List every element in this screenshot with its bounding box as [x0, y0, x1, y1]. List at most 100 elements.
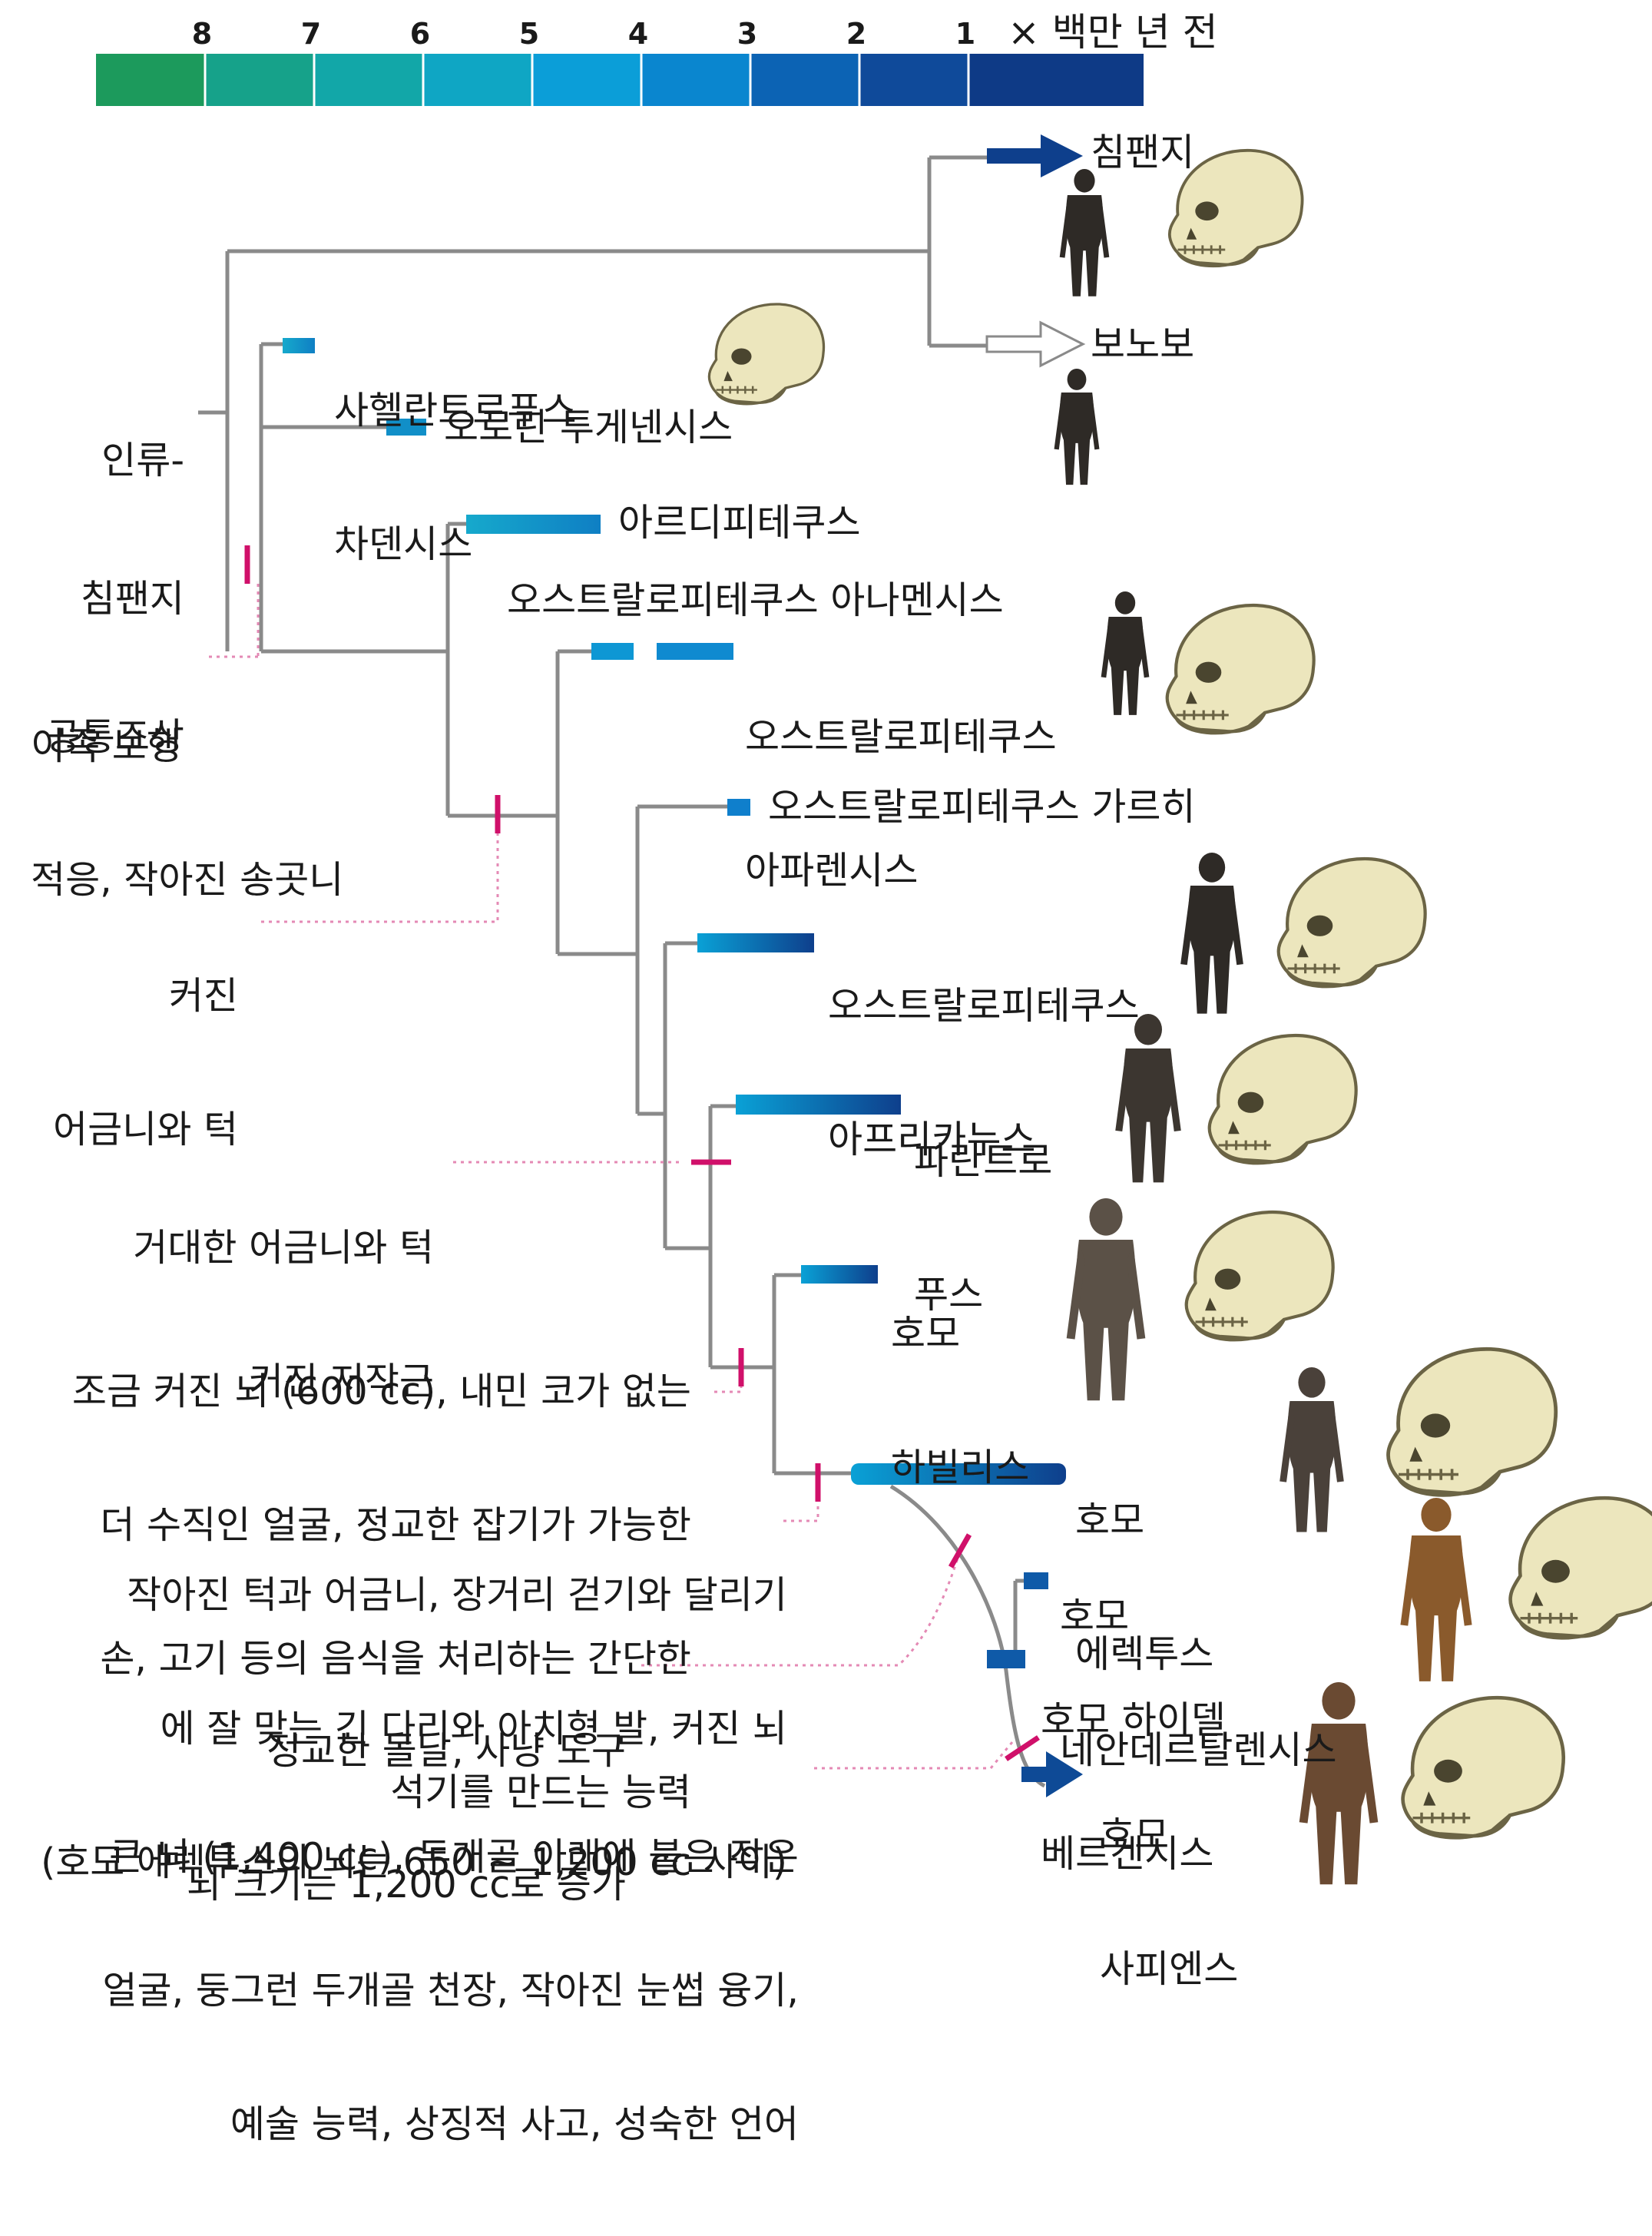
species-anamensis: 오스트랄로피테쿠스 아나멘시스 — [507, 578, 1004, 622]
timeline-segment — [205, 54, 314, 106]
neander-skull-icon — [1508, 1496, 1652, 1640]
trait-markers — [244, 545, 1040, 1761]
sapiens-skull-icon — [1401, 1695, 1566, 1840]
erectus-line-1: 호모 — [1075, 1499, 1145, 1542]
afarensis-figure-icon — [1101, 591, 1150, 715]
heidel-line-2: 베르겐시스 — [1041, 1832, 1214, 1876]
ancestor-line-3: 공통조상 — [45, 715, 184, 759]
timeline-tick-label: 4 — [627, 17, 649, 51]
giant-line-2: 커진 저작근 — [249, 1360, 434, 1403]
ancestor-line-1: 인류- — [101, 439, 184, 482]
giant-line-1: 거대한 어금니와 턱 — [133, 1226, 434, 1270]
afarensis-line-1: 오스트랄로피테쿠스 — [745, 715, 1057, 759]
illustrations — [707, 148, 1652, 1885]
ardi-bar — [466, 515, 601, 534]
timeline-segment — [859, 54, 968, 106]
heidel-traits-line-2: 뇌 크기는 1,200 cc로 증가 — [186, 1863, 626, 1906]
erectus-skull-icon — [1386, 1347, 1558, 1497]
species-ardipithecus: 아르디피테쿠스 — [618, 501, 861, 545]
trait-bipedal: 이족 보행 적응, 작아진 송곳니 — [31, 635, 343, 992]
paranthropus-line-2: 푸스 — [914, 1273, 984, 1317]
africanus-line-2: 아프리카누스 — [828, 1118, 1036, 1161]
heidel-marker — [948, 1533, 972, 1569]
timeline-segment — [423, 54, 532, 106]
neander-line-1: 호모 — [1060, 1595, 1130, 1638]
timeline-tick-label: 8 — [191, 17, 213, 51]
heidel-bar — [987, 1650, 1025, 1668]
chimp-figure-icon — [1059, 169, 1110, 296]
paran-bar — [736, 1095, 901, 1115]
sapiens-traits-line-1: 큰 뇌 (1,400 cc), 두개골 아래에 붙은 작은 — [109, 1835, 799, 1879]
timeline-bar — [96, 54, 1144, 106]
timeline-segment — [968, 54, 1144, 106]
ardi-branch — [261, 522, 468, 816]
homo-branch — [708, 1260, 852, 1476]
bipedal-line-2: 적응, 작아진 송곳니 — [31, 858, 344, 902]
anamensis-bar-1 — [591, 643, 634, 660]
sapiens-figure-icon — [1299, 1682, 1379, 1885]
timeline-tick-label: 5 — [518, 17, 540, 51]
tree-graphic — [96, 54, 1652, 1885]
timeline-unit-label: × 백만 년 전 — [1008, 10, 1218, 55]
molars-line-2: 어금니와 턱 — [53, 1108, 238, 1151]
trait-giant-molars: 거대한 어금니와 턱 커진 저작근 — [46, 1137, 434, 1493]
arrows — [985, 134, 1086, 1797]
timeline-segment — [750, 54, 859, 106]
timeline-segment — [532, 54, 641, 106]
chimp-arrow-icon — [987, 134, 1083, 177]
timeline-tick-label: 1 — [955, 17, 976, 51]
bonobo-figure-icon — [1054, 369, 1100, 485]
neander-line-2: 네안데르탈렌시스 — [1060, 1728, 1337, 1772]
sapiens-line-1: 호모 — [1100, 1814, 1170, 1857]
sapiens-traits-line-2: 얼굴, 둥그런 두개골 천장, 작아진 눈썹 융기, — [102, 1969, 799, 2012]
sahel-line-1: 사헬란트로푸스 — [334, 389, 577, 432]
habilis-bar — [801, 1265, 878, 1284]
species-paranthropus: 파란트로 푸스 — [914, 1050, 1052, 1406]
species-sahelanthropus: 사헬란트로푸스 차덴시스 — [334, 300, 577, 656]
africanus-figure-icon — [1180, 853, 1243, 1014]
sahel-line-2: 차덴시스 — [334, 522, 473, 566]
molars-line-1: 커진 — [168, 974, 238, 1018]
species-habilis: 호모 하빌리스 — [891, 1223, 1029, 1579]
trait-heidelbergensis: 정교한 돌날, 사냥 도구 뇌 크기는 1,200 cc로 증가 — [115, 1640, 626, 1996]
sapiens-marker — [1005, 1735, 1040, 1761]
heidel-line-1: 호모 하이델 — [1041, 1698, 1226, 1742]
species-sapiens: 호모 사피엔스 — [1100, 1724, 1238, 2081]
species-bonobo: 보노보 — [1091, 323, 1195, 366]
timeline-segment — [641, 54, 750, 106]
timeline-tick-label: 7 — [300, 17, 322, 51]
chimp-skull-icon — [1167, 148, 1304, 268]
sapiens-traits-line-3: 예술 능력, 상징적 사고, 성숙한 언어 — [230, 2102, 799, 2146]
habilis-line-2: 하빌리스 — [891, 1446, 1030, 1489]
trait-molars: 커진 어금니와 턱 — [23, 885, 238, 1241]
homo-traits-line-2: 더 수직인 얼굴, 정교한 잡기가 가능한 — [100, 1503, 691, 1547]
africanus-bar — [697, 933, 814, 952]
species-chimp: 침팬지 — [1091, 131, 1195, 174]
species-erectus: 호모 에렉투스 — [1075, 1410, 1213, 1766]
aust-branch — [448, 649, 591, 954]
species-bars — [283, 338, 1066, 1668]
bipedal-line-1: 이족 보행 — [31, 724, 181, 768]
homo-traits-line-1: 조금 커진 뇌 (600 cc), 내민 코가 없는 — [71, 1370, 691, 1413]
africanus-line-1: 오스트랄로피테쿠스 — [828, 984, 1140, 1028]
bonobo-arrow-icon — [985, 320, 1086, 368]
erectus-traits-line-3: (호모 에렉투스의 뇌는 650 ~ 1,200 cc 사이) — [41, 1840, 787, 1884]
root-branch — [198, 155, 991, 651]
species-africanus: 오스트랄로피테쿠스 아프리카누스 — [828, 895, 1140, 1251]
sapiens-line-2: 사피엔스 — [1100, 1947, 1239, 1991]
habilis-skull-icon — [1184, 1210, 1335, 1342]
paranthropus-figure-icon — [1115, 1014, 1181, 1183]
sahel-bar — [283, 338, 315, 353]
species-heidelbergensis: 호모 하이델 베르겐시스 — [1041, 1609, 1226, 1966]
afarensis-line-2: 아파렌시스 — [745, 849, 919, 893]
trait-sapiens: 큰 뇌 (1,400 cc), 두개골 아래에 붙은 작은 얼굴, 둥그런 두개… — [15, 1746, 799, 2236]
paranthropus-line-1: 파란트로 — [914, 1139, 1053, 1183]
erectus-traits-line-1: 작아진 턱과 어금니, 장거리 걷기와 달리기 — [127, 1573, 787, 1617]
homo-traits-line-4: 석기를 만드는 능력 — [390, 1771, 691, 1814]
orrorin-bar — [386, 419, 426, 436]
afarensis-skull-icon — [1165, 603, 1316, 735]
sapiens-arrow-icon — [1021, 1751, 1083, 1797]
sahel-skull-icon — [707, 303, 826, 406]
erectus-line-2: 에렉투스 — [1075, 1632, 1214, 1676]
